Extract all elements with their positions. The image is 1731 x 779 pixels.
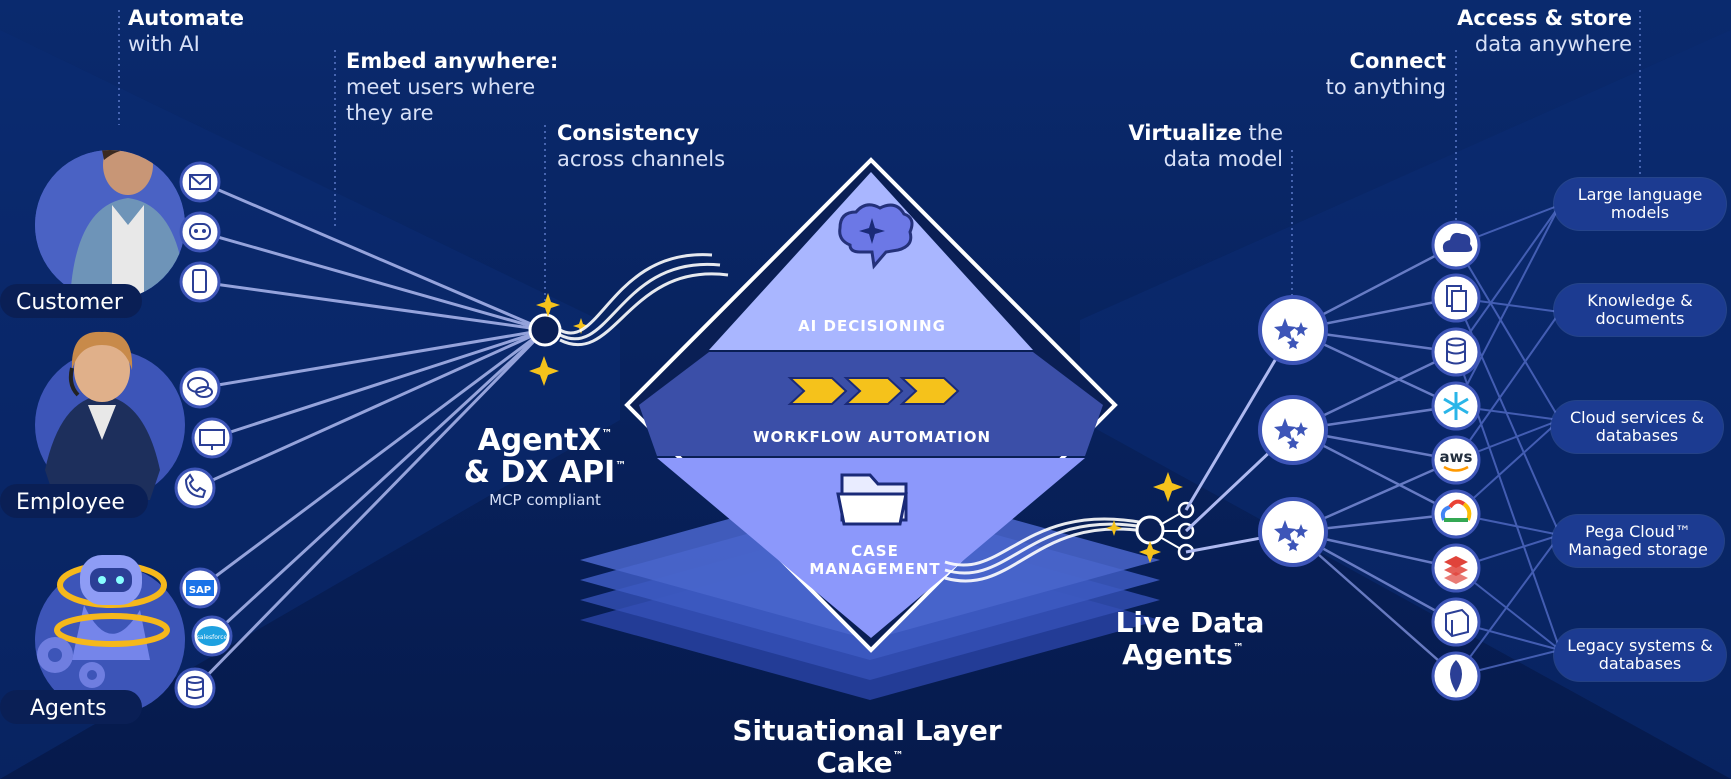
connector-aws-icon: aws [1431,435,1481,485]
header-consistency-sub: across channels [557,147,725,171]
aws-logo-text: aws [1440,448,1473,466]
source-pill-legacy-line1: Legacy systems & [1567,636,1713,655]
source-pill-knowledge-line1: Knowledge & [1587,291,1693,310]
employee-label: Employee [16,490,125,515]
channel-lines [193,180,547,690]
connector-mongodb-leaf-icon [1431,651,1481,701]
header-embed-sub1: meet users where [346,75,535,99]
channel-icon-chatbot [179,211,221,253]
sparkle-icon [1139,541,1161,563]
channel-icon-salesforce: salesforce [191,615,233,657]
header-automate-bold: Automate [128,6,244,30]
header-virtualize-sub: data model [1164,147,1283,171]
header-consistency-bold: Consistency [557,121,700,145]
agents-group [35,555,185,715]
agentx-cake-connector [559,253,729,347]
folder-icon [836,473,908,526]
workflow-chevrons-icon [787,377,960,405]
header-guide-lines [118,10,1641,310]
customer-label: Customer [16,290,124,315]
source-pill-legacy: Legacy systems &databases [1554,629,1726,681]
source-pill-pega-line1: Pega Cloud™ [1585,522,1691,541]
layer-label-ai-decisioning: AI DECISIONING [798,317,946,335]
source-pill-cloud: Cloud services &databases [1551,401,1723,453]
layer-label-management: MANAGEMENT [809,560,940,578]
channel-icon-database [174,667,216,709]
channel-icon-chat-bubbles [179,367,221,409]
source-pill-llm-line1: Large language [1577,185,1703,204]
channel-icon-monitor [191,417,233,459]
cake-title-line2: Cake™ [816,746,903,779]
sparkle-icon [1153,472,1183,502]
robot-avatar [37,555,170,688]
sparkle-icon [1106,520,1122,536]
employee-group [35,331,185,500]
source-pill-llm-line2: models [1610,203,1670,222]
customer-group [35,150,185,300]
layer-label-case: CASE [851,542,899,560]
agentx-title-line1: AgentX™ [478,423,613,458]
source-pill-cloud-line2: databases [1595,426,1679,445]
header-connect-bold: Connect [1350,49,1446,73]
header-embed-sub2: they are [346,101,434,125]
agents-label: Agents [30,696,107,721]
agentx-title-line2: & DX API™ [464,455,626,490]
livedata-title-line1: Live Data [1116,606,1265,639]
sparkle-icon [529,356,559,386]
header-virtualize: Virtualize the [1128,121,1283,145]
connector-cloud-icon [1431,220,1481,270]
source-pill-pega-line2: Managed storage [1568,540,1708,559]
cake-layer-case-management [657,458,1085,638]
brain-sparkle-icon [838,203,914,270]
channel-icon-mobile-tap [179,261,221,303]
channel-icon-phone [174,467,216,509]
sap-logo-text: SAP [189,585,211,596]
connector-google-cloud-icon [1431,489,1481,539]
customer-avatar [35,150,185,300]
data-agent-node [1258,497,1328,567]
agentx-subtitle: MCP compliant [489,491,601,509]
customer-tag: Customer [0,284,142,318]
channel-icon-mail [179,161,221,203]
channel-icon-sap: SAP [179,567,221,609]
header-access-sub: data anywhere [1475,32,1632,56]
sparkle-icon [573,318,589,334]
cake-title-line1: Situational Layer [732,714,1001,747]
livedata-title-line2: Agents™ [1122,638,1244,671]
source-pill-cloud-line1: Cloud services & [1570,408,1704,427]
source-pill-knowledge-line2: documents [1595,309,1685,328]
data-agent-node [1258,295,1328,365]
cake-layer-ai-decisioning [709,172,1033,350]
agents-tag: Agents [0,690,142,724]
livedata-hub [1106,472,1195,563]
header-automate-sub: with AI [128,32,200,56]
employee-tag: Employee [0,484,148,518]
connector-cube-box-icon [1431,597,1481,647]
connector-documents-icon [1431,273,1481,323]
connector-database-icon [1431,327,1481,377]
header-embed-bold: Embed anywhere: [346,49,558,73]
sparkle-icon [536,293,560,317]
connector-snowflake-icon [1431,381,1481,431]
layer-label-workflow-automation: WORKFLOW AUTOMATION [753,428,991,446]
header-connect-sub: to anything [1326,75,1446,99]
data-agent-node [1258,395,1328,465]
source-pill-legacy-line2: databases [1598,654,1682,673]
source-pill-knowledge: Knowledge &documents [1554,284,1726,336]
salesforce-logo-text: salesforce [197,634,228,641]
connector-stack-layers-icon [1431,543,1481,593]
header-access-bold: Access & store [1457,6,1632,30]
employee-avatar [45,331,160,500]
